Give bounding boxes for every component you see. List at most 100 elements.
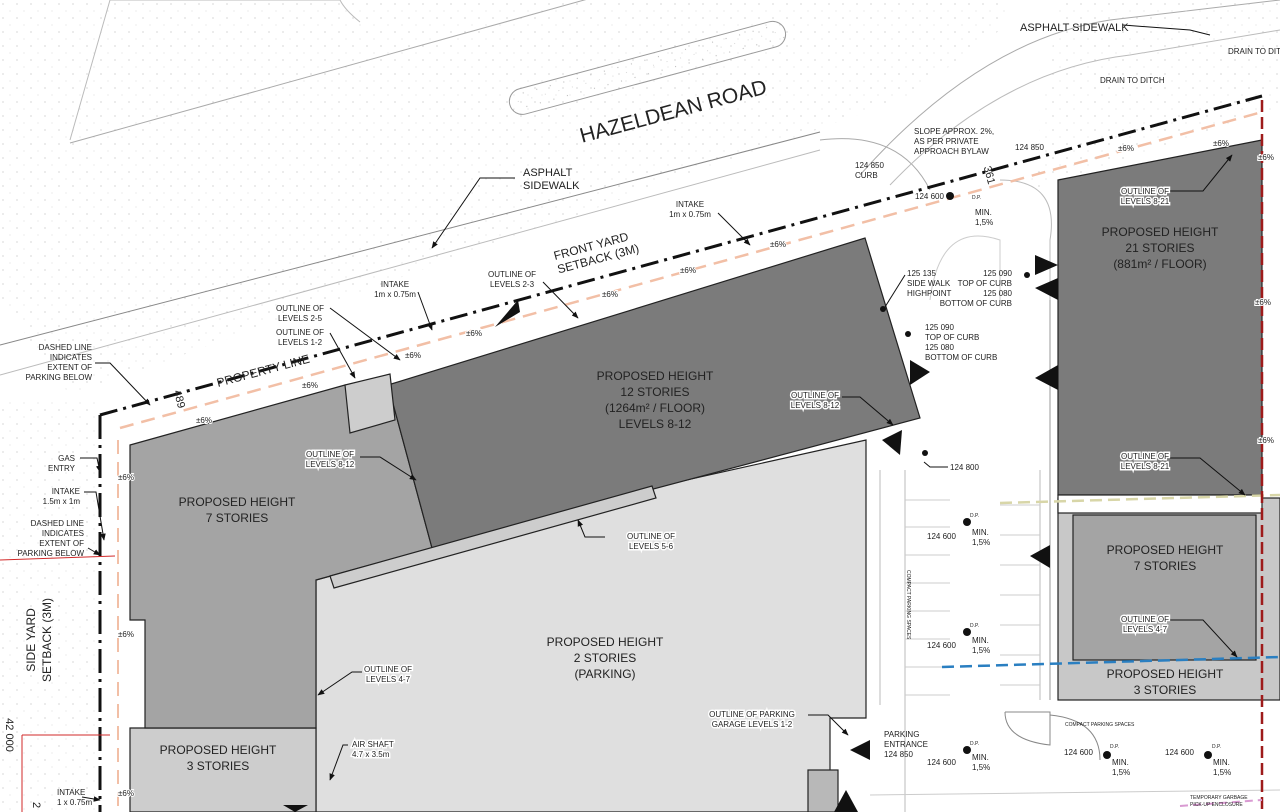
slope-percent-label: ±6% — [770, 240, 786, 249]
label-compact-1: COMPACT PARKING SPACES — [905, 570, 911, 640]
label-line: DRAIN TO DITCH — [1100, 76, 1165, 85]
label-line: PROPOSED HEIGHT — [160, 743, 277, 757]
label-line: OUTLINE OF — [306, 450, 354, 459]
label-dp-1: D.P. — [970, 513, 979, 519]
label-drain-2: DRAIN TO DITCH — [1228, 47, 1280, 56]
label-line: 1,5% — [975, 218, 993, 227]
label-line: D.P. — [970, 741, 979, 747]
label-line: 124 600 — [927, 641, 956, 650]
label-line: D.P. — [970, 623, 979, 629]
label-line: PARKING — [884, 730, 919, 739]
label-line: LEVELS 2-5 — [278, 314, 323, 323]
building-7-stories-right — [1072, 514, 1257, 661]
slope-percent-label: ±6% — [118, 630, 134, 639]
label-line: TOP OF CURB — [925, 333, 979, 342]
label-line: 2 — [30, 802, 42, 808]
label-line: ENTRY — [48, 464, 76, 473]
building-12-stories — [387, 237, 921, 549]
label-min-1: MIN.1,5% — [972, 528, 990, 547]
label-line: 361 — [981, 165, 997, 186]
label-line: MIN. — [972, 636, 989, 645]
label-line: AS PER PRIVATE — [914, 137, 979, 146]
label-line: SIDEWALK — [523, 180, 580, 192]
label-line: INTAKE — [676, 200, 704, 209]
parking-outline-5-6 — [329, 485, 657, 589]
label-line: 125 080 — [925, 343, 954, 352]
label-line: ENTRANCE — [884, 740, 928, 749]
label-line: PROPOSED HEIGHT — [597, 369, 714, 383]
label-line: BOTTOM OF CURB — [925, 353, 997, 362]
label-line: EXTENT OF — [39, 539, 84, 548]
road-median — [508, 20, 787, 115]
label-min-4: MIN.1,5% — [1112, 758, 1130, 777]
label-line: AIR SHAFT — [352, 740, 394, 749]
label-line: PROPOSED HEIGHT — [547, 635, 664, 649]
label-line: 489 — [171, 389, 187, 410]
label-line: COMPACT PARKING SPACES — [905, 570, 911, 640]
label-line: 1.5m x 1m — [43, 497, 81, 506]
label-line: OUTLINE OF — [1121, 615, 1169, 624]
label-line: PROPERTY LINE — [215, 352, 311, 390]
label-line: 2 STORIES — [574, 651, 636, 665]
slope-percent-label: ±6% — [1255, 298, 1271, 307]
label-line: 1,5% — [1112, 768, 1130, 777]
label-line: INDICATES — [42, 529, 84, 538]
label-line: 1,5% — [972, 763, 990, 772]
label-dp-top: D.P. — [972, 195, 981, 201]
label-dim-42000: 42 000 — [3, 718, 15, 752]
label-line: D.P. — [1212, 744, 1221, 750]
slope-percent-label: ±6% — [196, 416, 212, 425]
label-min-5: MIN.1,5% — [1213, 758, 1231, 777]
label-line: MIN. — [1112, 758, 1129, 767]
label-line: OUTLINE OF — [276, 304, 324, 313]
label-line: 124 850 — [855, 161, 884, 170]
label-line: BOTTOM OF CURB — [940, 299, 1012, 308]
label-line: 124 850 — [1015, 143, 1044, 152]
label-line: 1m x 0.75m — [669, 210, 711, 219]
label-line: OUTLINE OF — [364, 665, 412, 674]
label-line: SIDE WALK — [907, 279, 951, 288]
label-dim-361: 361 — [981, 165, 997, 186]
label-drain-1: DRAIN TO DITCH — [1100, 76, 1165, 85]
label-line: 1m x 0.75m — [374, 290, 416, 299]
label-line: OUTLINE OF — [1121, 452, 1169, 461]
label-dim-2: 2 — [30, 802, 42, 808]
label-front-yard: FRONT YARDSETBACK (3M) — [552, 228, 640, 277]
label-line: LEVELS 8-21 — [1121, 197, 1170, 206]
label-line: PARKING BELOW — [25, 373, 92, 382]
slope-percent-label: ±6% — [602, 290, 618, 299]
label-line: LEVELS 8-12 — [619, 417, 692, 431]
label-line: 125 090 — [983, 269, 1012, 278]
label-line: 124 600 — [927, 532, 956, 541]
label-dp-5: D.P. — [1212, 744, 1221, 750]
label-line: 124 600 — [1064, 748, 1093, 757]
side-yard-area — [0, 400, 100, 812]
label-line: MIN. — [975, 208, 992, 217]
label-line: 124 600 — [1165, 748, 1194, 757]
label-line: GAS — [58, 454, 75, 463]
label-min-3: MIN.1,5% — [972, 753, 990, 772]
leader-lines — [80, 24, 1246, 802]
label-line: LEVELS 5-6 — [629, 542, 674, 551]
label-line: APPROACH BYLAW — [914, 147, 989, 156]
label-elev-124600-3: 124 600 — [927, 758, 956, 767]
